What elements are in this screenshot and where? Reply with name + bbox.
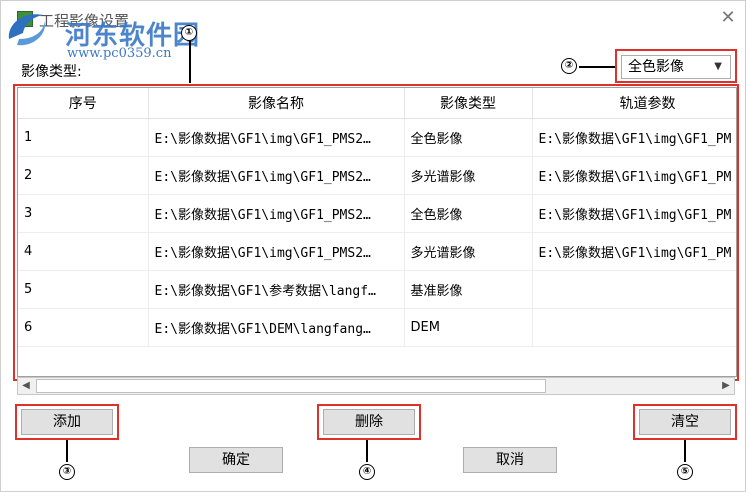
callout-3-line bbox=[66, 440, 68, 462]
highlight-add bbox=[15, 404, 119, 440]
watermark-logo-icon bbox=[8, 14, 46, 46]
cell-name: E:\影像数据\GF1\img\GF1_PMS2… bbox=[148, 232, 405, 271]
callout-3: ③ bbox=[59, 464, 75, 480]
cell-type: DEM bbox=[404, 308, 533, 347]
image-type-label: 影像类型: bbox=[21, 64, 82, 80]
cell-index: 4 bbox=[18, 232, 149, 271]
image-table: 序号 影像名称 影像类型 轨道参数 1 E:\影像数据\GF1\img\GF1_… bbox=[17, 87, 737, 377]
cell-name: E:\影像数据\GF1\DEM\langfang… bbox=[148, 308, 405, 347]
cell-orbit bbox=[532, 270, 736, 309]
cell-orbit: E:\影像数据\GF1\img\GF1_PM bbox=[532, 118, 736, 157]
highlight-delete bbox=[317, 404, 421, 440]
clear-button[interactable]: 清空 bbox=[639, 409, 731, 435]
table-row[interactable]: 1 E:\影像数据\GF1\img\GF1_PMS2… 全色影像 E:\影像数据… bbox=[18, 118, 736, 157]
table-row[interactable]: 3 E:\影像数据\GF1\img\GF1_PMS2… 全色影像 E:\影像数据… bbox=[18, 194, 736, 233]
cell-name: E:\影像数据\GF1\参考数据\langf… bbox=[148, 270, 405, 309]
cell-index: 3 bbox=[18, 194, 149, 233]
ok-button[interactable]: 确定 bbox=[189, 447, 283, 473]
highlight-select bbox=[615, 49, 737, 83]
cell-index: 5 bbox=[18, 270, 149, 309]
cancel-button[interactable]: 取消 bbox=[463, 447, 557, 473]
column-header-type[interactable]: 影像类型 bbox=[404, 88, 533, 119]
cell-orbit: E:\影像数据\GF1\img\GF1_PM bbox=[532, 194, 736, 233]
scrollbar-thumb[interactable] bbox=[36, 379, 546, 393]
callout-2-line bbox=[579, 66, 615, 68]
cell-orbit bbox=[532, 308, 736, 347]
scroll-left-icon[interactable]: ◀ bbox=[22, 380, 30, 391]
highlight-clear bbox=[633, 404, 737, 440]
cell-index: 1 bbox=[18, 118, 149, 157]
horizontal-scrollbar[interactable]: ◀ ▶ bbox=[17, 377, 735, 395]
add-button[interactable]: 添加 bbox=[21, 409, 113, 435]
callout-2: ② bbox=[561, 58, 577, 74]
image-type-select[interactable]: 全色影像 ▼ bbox=[621, 55, 731, 79]
cell-type: 基准影像 bbox=[404, 270, 533, 309]
callout-4: ④ bbox=[359, 464, 375, 480]
column-header-name[interactable]: 影像名称 bbox=[148, 88, 405, 119]
delete-button[interactable]: 删除 bbox=[323, 409, 415, 435]
cell-type: 全色影像 bbox=[404, 194, 533, 233]
table-row[interactable]: 2 E:\影像数据\GF1\img\GF1_PMS2… 多光谱影像 E:\影像数… bbox=[18, 156, 736, 195]
callout-5: ⑤ bbox=[677, 464, 693, 480]
cell-orbit: E:\影像数据\GF1\img\GF1_PM bbox=[532, 156, 736, 195]
cell-orbit: E:\影像数据\GF1\img\GF1_PM bbox=[532, 232, 736, 271]
table-row[interactable]: 6 E:\影像数据\GF1\DEM\langfang… DEM bbox=[18, 308, 736, 347]
cell-name: E:\影像数据\GF1\img\GF1_PMS2… bbox=[148, 118, 405, 157]
cell-type: 全色影像 bbox=[404, 118, 533, 157]
chevron-down-icon: ▼ bbox=[714, 61, 722, 72]
close-button[interactable]: ✕ bbox=[717, 7, 739, 29]
scroll-right-icon[interactable]: ▶ bbox=[722, 380, 730, 391]
table-row[interactable]: 4 E:\影像数据\GF1\img\GF1_PMS2… 多光谱影像 E:\影像数… bbox=[18, 232, 736, 271]
table-header-row: 序号 影像名称 影像类型 轨道参数 bbox=[18, 88, 736, 119]
cell-index: 2 bbox=[18, 156, 149, 195]
cell-name: E:\影像数据\GF1\img\GF1_PMS2… bbox=[148, 194, 405, 233]
table-row[interactable]: 5 E:\影像数据\GF1\参考数据\langf… 基准影像 bbox=[18, 270, 736, 309]
cell-index: 6 bbox=[18, 308, 149, 347]
cell-type: 多光谱影像 bbox=[404, 232, 533, 271]
window-title: 工程影像设置 bbox=[39, 12, 130, 30]
column-header-index[interactable]: 序号 bbox=[18, 88, 149, 119]
watermark-title: 河东软件园 bbox=[65, 21, 201, 51]
cell-type: 多光谱影像 bbox=[404, 156, 533, 195]
image-type-select-value: 全色影像 bbox=[628, 59, 684, 75]
column-header-orbit[interactable]: 轨道参数 bbox=[532, 88, 736, 119]
callout-4-line bbox=[366, 440, 368, 462]
callout-1: ① bbox=[181, 25, 197, 41]
watermark-url: www.pc0359.cn bbox=[67, 46, 172, 61]
close-icon: ✕ bbox=[720, 7, 736, 28]
cell-name: E:\影像数据\GF1\img\GF1_PMS2… bbox=[148, 156, 405, 195]
callout-1-line bbox=[189, 41, 191, 83]
callout-5-line bbox=[684, 440, 686, 462]
